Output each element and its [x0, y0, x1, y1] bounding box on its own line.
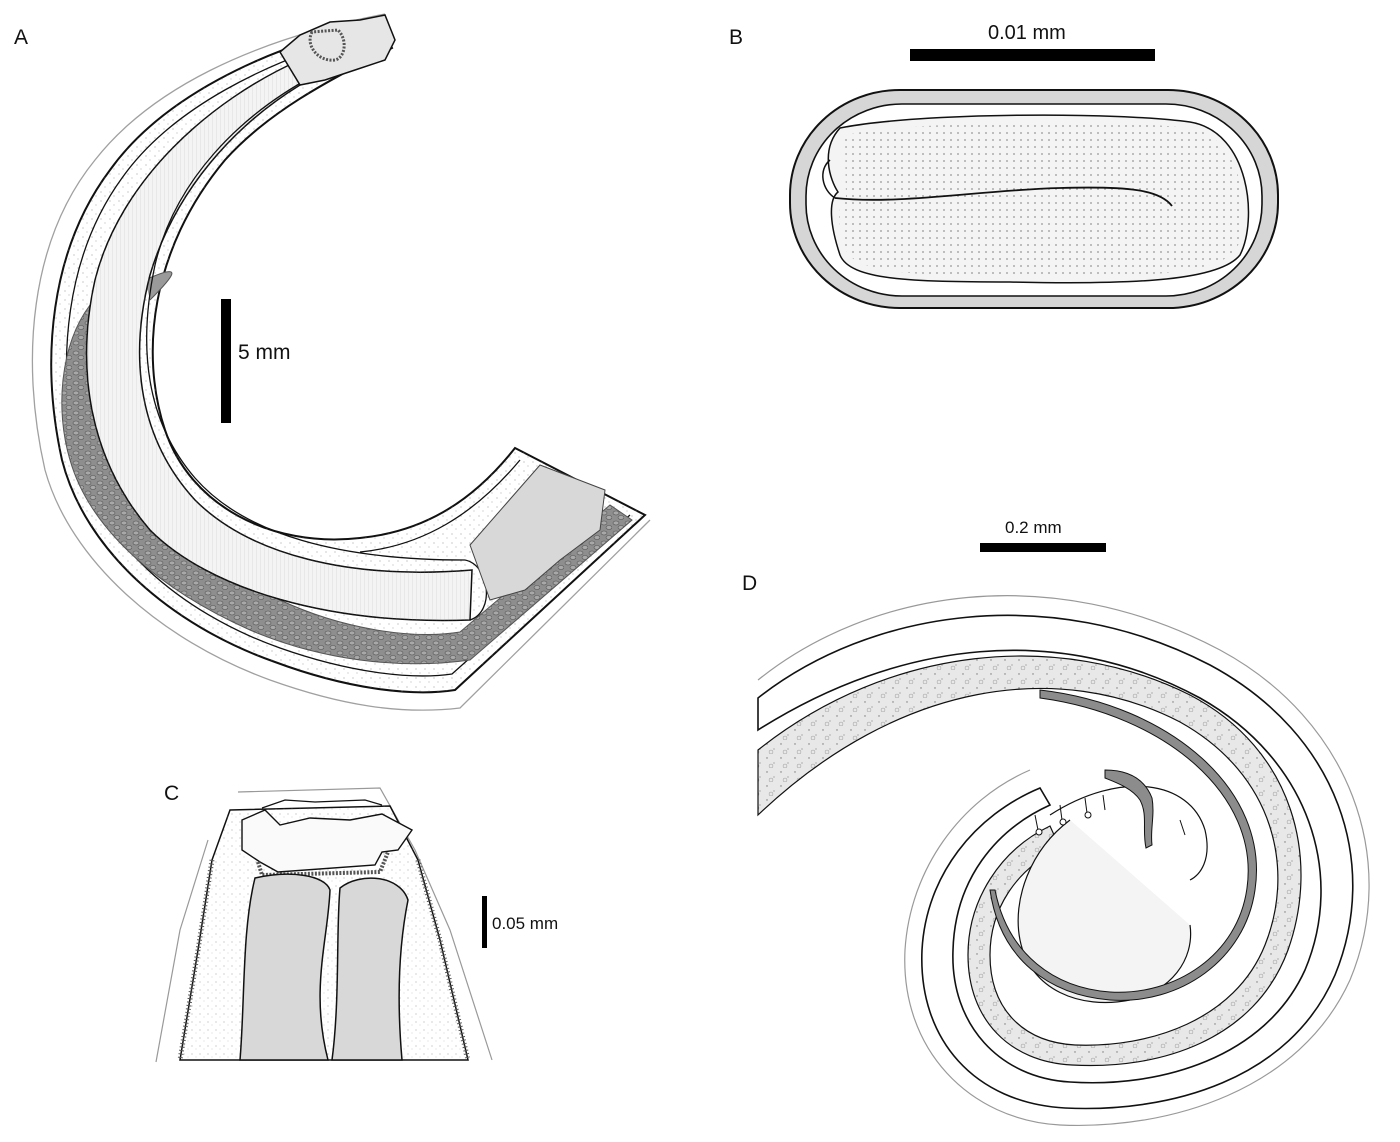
- panel-d-scale-label: 0.2 mm: [1005, 518, 1062, 537]
- panel-d-scale-bar: [980, 543, 1106, 552]
- panel-d-illustration: [750, 530, 1400, 1142]
- panel-c-illustration: [150, 780, 510, 1070]
- panel-d-letter: D: [742, 572, 758, 595]
- panel-b-scale-bar: [910, 49, 1155, 61]
- panel-c-oesophagus-left: [239, 873, 331, 1061]
- panel-a-head: [279, 14, 396, 86]
- panel-a-scale-label: 5 mm: [238, 341, 291, 364]
- panel-c-letter: C: [164, 782, 180, 805]
- panel-d-spicule-long: [989, 689, 1257, 1001]
- panel-c-scale-bar: [482, 896, 487, 948]
- panel-d-spicule-short: [1104, 769, 1154, 849]
- panel-d-body: [757, 614, 1354, 1110]
- panel-a-scale-bar: [221, 299, 231, 423]
- panel-a-illustration: [0, 0, 700, 720]
- panel-c-lips: [241, 809, 414, 873]
- panel-c-scale-label: 0.05 mm: [492, 914, 559, 933]
- panel-d-papillae: [1034, 794, 1186, 836]
- panel-a-letter: A: [14, 26, 29, 49]
- panel-a-outer-cuticle: [31, 13, 651, 711]
- panel-c-oesophagus-right: [331, 877, 409, 1061]
- panel-b-scale-label: 0.01 mm: [988, 22, 1066, 44]
- panel-b-illustration: [760, 40, 1300, 330]
- panel-d-intestine: [757, 655, 1302, 1067]
- panel-b-letter: B: [729, 26, 744, 49]
